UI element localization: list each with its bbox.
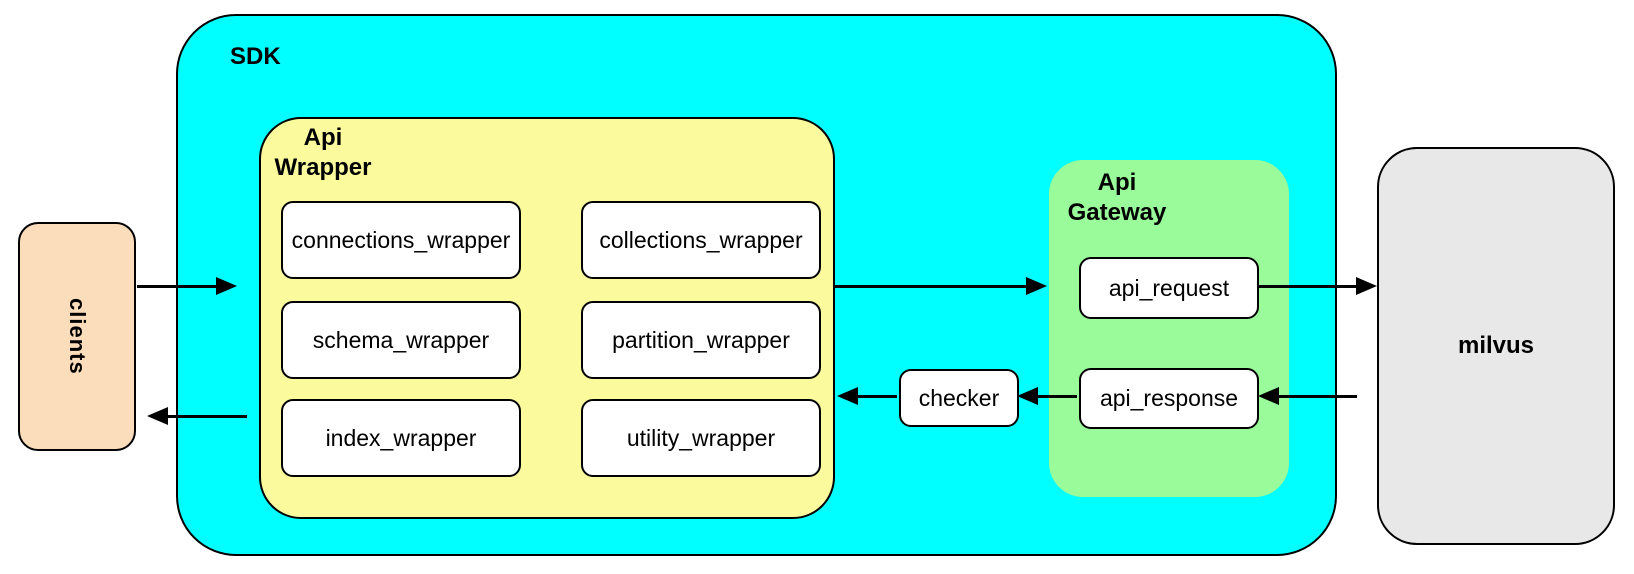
clients-node: clients xyxy=(18,222,136,451)
connections-wrapper-label: connections_wrapper xyxy=(291,226,511,253)
api-gateway-label-line1: Api xyxy=(1097,169,1137,196)
arrow-sdk-to-clients xyxy=(168,414,247,418)
checker-node: checker xyxy=(899,369,1019,427)
arrow-milvus-to-response xyxy=(1279,394,1357,398)
clients-label: clients xyxy=(65,298,90,375)
api-request-node: api_request xyxy=(1079,257,1259,319)
milvus-node: milvus xyxy=(1377,147,1615,545)
partition-wrapper-label: partition_wrapper xyxy=(612,326,790,353)
index-wrapper-box: index_wrapper xyxy=(281,399,521,477)
api-wrapper-group: Api Wrapper connections_wrapper collecti… xyxy=(259,117,835,519)
schema-wrapper-label: schema_wrapper xyxy=(312,326,490,353)
api-response-label: api_response xyxy=(1099,385,1239,411)
utility-wrapper-label: utility_wrapper xyxy=(626,424,776,451)
api-request-label: api_request xyxy=(1108,274,1230,301)
sdk-group: SDK Api Wrapper connections_wrapper coll… xyxy=(176,14,1337,556)
collections-wrapper-label: collections_wrapper xyxy=(599,226,803,253)
arrow-request-to-milvus xyxy=(1257,284,1356,288)
sdk-label: SDK xyxy=(230,43,281,70)
checker-label: checker xyxy=(918,384,1000,411)
api-wrapper-label-line2: Wrapper xyxy=(274,154,372,181)
schema-wrapper-box: schema_wrapper xyxy=(281,301,521,379)
arrow-response-to-checker xyxy=(1038,394,1077,398)
connections-wrapper-box: connections_wrapper xyxy=(281,201,521,279)
api-gateway-label: Api Gateway xyxy=(1055,168,1179,228)
api-wrapper-label-line1: Api xyxy=(303,124,343,151)
collections-wrapper-box: collections_wrapper xyxy=(581,201,821,279)
arrow-wrapper-to-gateway xyxy=(833,284,1026,288)
api-response-node: api_response xyxy=(1079,368,1259,429)
milvus-label: milvus xyxy=(1457,332,1535,359)
arrow-checker-to-wrapper xyxy=(858,394,897,398)
api-gateway-group: Api Gateway api_request api_response xyxy=(1049,160,1289,497)
utility-wrapper-box: utility_wrapper xyxy=(581,399,821,477)
arrow-clients-to-sdk xyxy=(137,284,216,288)
index-wrapper-label: index_wrapper xyxy=(325,424,477,451)
partition-wrapper-box: partition_wrapper xyxy=(581,301,821,379)
api-wrapper-label: Api Wrapper xyxy=(261,123,385,183)
api-gateway-label-line2: Gateway xyxy=(1067,199,1167,226)
